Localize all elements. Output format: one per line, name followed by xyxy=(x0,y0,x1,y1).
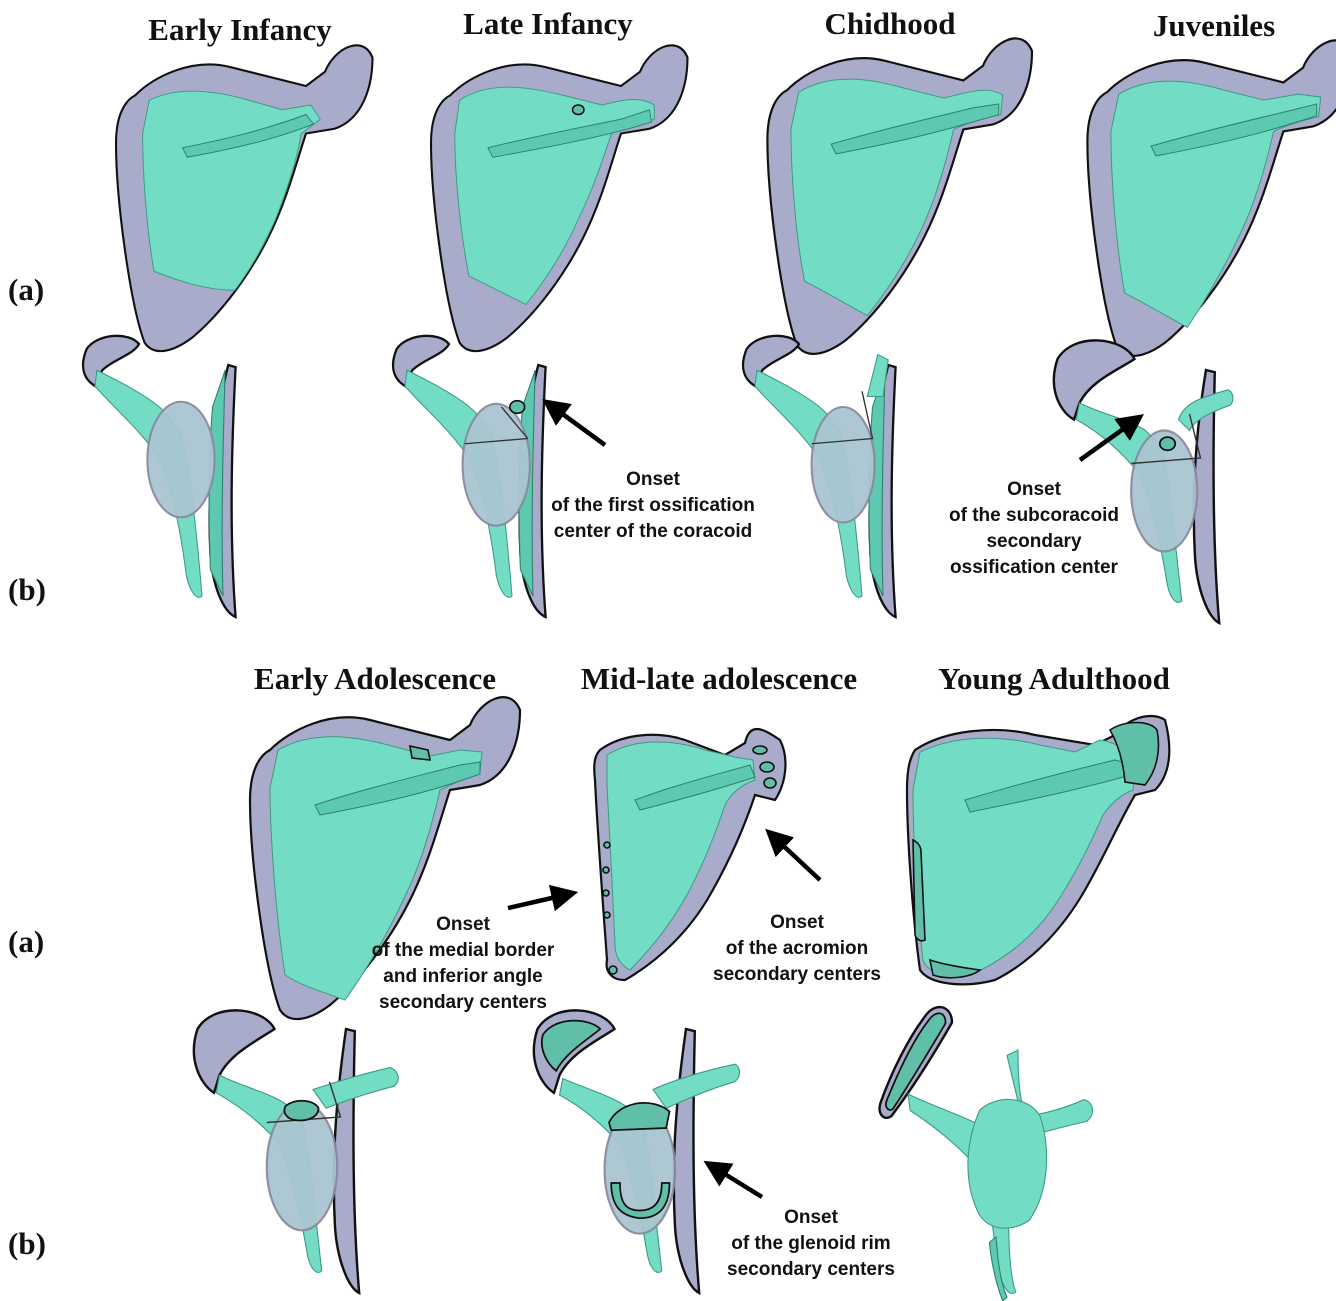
stage-title-young-adulthood: Young Adulthood xyxy=(938,661,1170,696)
arrow-medial-border xyxy=(508,895,565,908)
annotation-medial-border: Onset of the medial border and inferior … xyxy=(372,914,555,1013)
row-label-a-bottom: (a) xyxy=(8,924,44,959)
svg-text:center of the coracoid: center of the coracoid xyxy=(554,521,753,542)
row-label-a-top: (a) xyxy=(8,272,44,307)
svg-text:Onset: Onset xyxy=(1007,479,1062,500)
svg-text:Onset: Onset xyxy=(770,912,825,933)
stage-title-late-infancy: Late Infancy xyxy=(463,6,633,41)
scapula-lateral-early-adolescence xyxy=(194,1010,398,1293)
arrow-coracoid-first xyxy=(553,407,605,445)
svg-text:secondary centers: secondary centers xyxy=(713,964,881,985)
scapula-posterior-juveniles xyxy=(1087,40,1336,355)
row-label-b-top: (b) xyxy=(8,572,46,607)
stage-title-early-adolescence: Early Adolescence xyxy=(254,661,496,696)
scapula-posterior-childhood xyxy=(767,38,1032,353)
scapula-lateral-early-infancy xyxy=(83,336,236,617)
scapula-posterior-late-infancy xyxy=(431,45,688,351)
stage-title-mid-late-adolescence: Mid-late adolescence xyxy=(581,661,857,696)
annotation-coracoid-first: Onset of the first ossification center o… xyxy=(551,469,755,542)
svg-text:of the glenoid rim: of the glenoid rim xyxy=(731,1233,890,1254)
scapula-posterior-young-adulthood xyxy=(907,716,1169,984)
svg-text:secondary centers: secondary centers xyxy=(727,1259,895,1280)
arrow-acromion xyxy=(775,838,820,880)
annotation-acromion: Onset of the acromion secondary centers xyxy=(713,912,881,985)
svg-text:ossification center: ossification center xyxy=(950,557,1118,578)
arrow-glenoid-rim xyxy=(715,1168,762,1197)
svg-text:of the subcoracoid: of the subcoracoid xyxy=(949,505,1119,526)
svg-text:and inferior angle: and inferior angle xyxy=(383,966,542,987)
svg-text:secondary centers: secondary centers xyxy=(379,992,547,1013)
stage-title-juveniles: Juveniles xyxy=(1153,8,1275,43)
scapula-lateral-young-adulthood xyxy=(880,1007,1093,1301)
annotation-subcoracoid: Onset of the subcoracoid secondary ossif… xyxy=(949,479,1119,578)
scapula-lateral-late-infancy xyxy=(393,336,546,617)
scapula-lateral-childhood xyxy=(743,336,896,617)
annotation-glenoid-rim: Onset of the glenoid rim secondary cente… xyxy=(727,1207,895,1280)
scapula-posterior-early-infancy xyxy=(116,45,373,351)
svg-text:Onset: Onset xyxy=(436,914,491,935)
row-label-b-bottom: (b) xyxy=(8,1226,46,1261)
scapula-lateral-mid-late-adolescence xyxy=(534,1010,740,1293)
scapula-lateral-juveniles xyxy=(1054,340,1233,623)
stage-title-early-infancy: Early Infancy xyxy=(148,12,332,47)
stage-title-childhood: Chidhood xyxy=(825,6,956,41)
svg-text:of the acromion: of the acromion xyxy=(726,938,869,959)
svg-text:Onset: Onset xyxy=(784,1207,839,1228)
svg-text:of the medial border: of the medial border xyxy=(372,940,555,961)
svg-text:of the first ossification: of the first ossification xyxy=(551,495,755,516)
svg-text:secondary: secondary xyxy=(986,531,1081,552)
svg-text:Onset: Onset xyxy=(626,469,681,490)
